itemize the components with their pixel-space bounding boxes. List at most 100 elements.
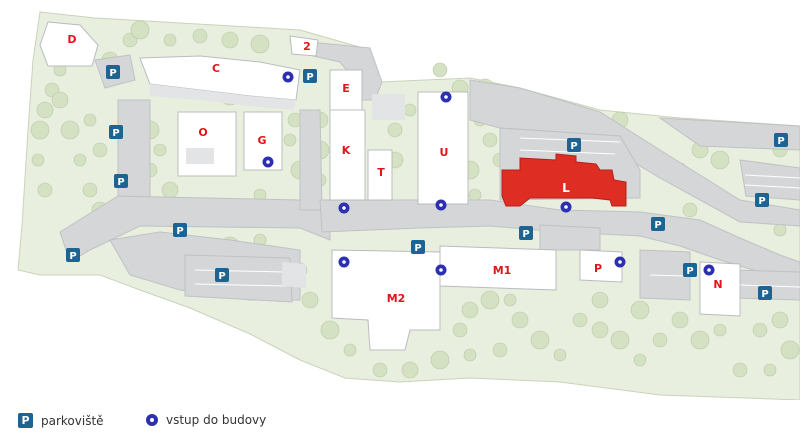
buildings bbox=[39, 21, 741, 351]
label-e: E bbox=[342, 82, 350, 95]
svg-text:P: P bbox=[522, 229, 529, 240]
parking-icon: P bbox=[755, 193, 769, 207]
building-t bbox=[367, 149, 393, 201]
label-k: K bbox=[342, 144, 351, 157]
svg-text:P: P bbox=[777, 136, 784, 147]
parking-icon: P bbox=[173, 223, 187, 237]
tree bbox=[221, 31, 239, 49]
svg-text:P: P bbox=[414, 243, 421, 254]
building-m2 bbox=[331, 249, 441, 351]
svg-text:P: P bbox=[654, 220, 661, 231]
svg-text:P: P bbox=[686, 266, 693, 277]
parking-icon: P bbox=[774, 133, 788, 147]
label-p: P bbox=[594, 262, 602, 275]
tree bbox=[387, 122, 403, 138]
tree bbox=[591, 321, 609, 339]
label-g: G bbox=[257, 134, 266, 147]
tree bbox=[250, 34, 270, 54]
tree bbox=[591, 291, 609, 309]
tree bbox=[30, 120, 50, 140]
tree bbox=[320, 320, 340, 340]
svg-text:P: P bbox=[758, 196, 765, 207]
tree bbox=[82, 182, 98, 198]
svg-text:P: P bbox=[117, 177, 124, 188]
tree bbox=[461, 301, 479, 319]
svg-text:P: P bbox=[69, 251, 76, 262]
legend-entrance-label: vstup do budovy bbox=[166, 413, 267, 427]
svg-text:P: P bbox=[218, 271, 225, 282]
label-m2: M2 bbox=[387, 292, 406, 305]
label-l: L bbox=[562, 181, 570, 195]
tree bbox=[432, 62, 448, 78]
entrance-icon bbox=[282, 71, 294, 83]
parking-icon: P bbox=[106, 65, 120, 79]
parking-icon: P bbox=[215, 268, 229, 282]
label-m1: M1 bbox=[493, 264, 512, 277]
parking-icon: P bbox=[18, 413, 33, 428]
parking-icon: P bbox=[683, 263, 697, 277]
tree bbox=[163, 33, 177, 47]
tree bbox=[710, 150, 730, 170]
svg-text:P: P bbox=[109, 68, 116, 79]
tree bbox=[610, 330, 630, 350]
svg-text:P: P bbox=[306, 72, 313, 83]
tree bbox=[482, 132, 498, 148]
tree bbox=[401, 361, 419, 379]
parking-icon: P bbox=[519, 226, 533, 240]
entrance-icon bbox=[146, 414, 158, 426]
label-n: N bbox=[713, 278, 722, 291]
tree bbox=[771, 311, 789, 329]
tree bbox=[60, 120, 80, 140]
tree bbox=[503, 293, 517, 307]
tree bbox=[553, 348, 567, 362]
tree bbox=[372, 362, 388, 378]
tree bbox=[31, 153, 45, 167]
tree bbox=[430, 350, 450, 370]
entrance-icon bbox=[338, 202, 350, 214]
building-p bbox=[579, 249, 623, 283]
legend: P parkoviště vstup do budovy bbox=[0, 400, 800, 445]
tree bbox=[780, 340, 800, 360]
tree bbox=[192, 28, 208, 44]
tree bbox=[633, 353, 647, 367]
tree bbox=[452, 322, 468, 338]
tree bbox=[630, 300, 650, 320]
tree bbox=[343, 343, 357, 357]
parking-markers: P P P P P P P P P P P P P P P bbox=[66, 65, 788, 300]
svg-text:P: P bbox=[112, 128, 119, 139]
svg-text:P: P bbox=[570, 141, 577, 152]
parking-icon: P bbox=[411, 240, 425, 254]
tree bbox=[403, 103, 417, 117]
tree bbox=[690, 330, 710, 350]
tree bbox=[283, 133, 297, 147]
tree bbox=[530, 330, 550, 350]
entrance-icon bbox=[560, 201, 572, 213]
building-u bbox=[417, 91, 469, 205]
tree bbox=[468, 188, 482, 202]
parking-icon: P bbox=[303, 69, 317, 83]
parking-icon: P bbox=[651, 217, 665, 231]
entrance-markers bbox=[262, 71, 715, 276]
building-g bbox=[243, 111, 283, 171]
tree bbox=[572, 312, 588, 328]
entrance-icon bbox=[435, 199, 447, 211]
building-o bbox=[177, 111, 237, 177]
tree bbox=[37, 182, 53, 198]
building-d bbox=[39, 21, 99, 67]
label-t: T bbox=[377, 166, 385, 179]
legend-parking-label: parkoviště bbox=[41, 413, 104, 428]
legend-entrance: vstup do budovy bbox=[146, 413, 266, 427]
svg-text:P: P bbox=[176, 226, 183, 237]
parking-icon: P bbox=[109, 125, 123, 139]
tree bbox=[36, 101, 54, 119]
tree bbox=[671, 311, 689, 329]
tree bbox=[713, 323, 727, 337]
entrance-icon bbox=[703, 264, 715, 276]
tree bbox=[752, 322, 768, 338]
tree bbox=[83, 113, 97, 127]
building-k bbox=[329, 109, 366, 201]
parking-icon: P bbox=[758, 286, 772, 300]
entrance-icon bbox=[338, 256, 350, 268]
parking-icon: P bbox=[114, 174, 128, 188]
